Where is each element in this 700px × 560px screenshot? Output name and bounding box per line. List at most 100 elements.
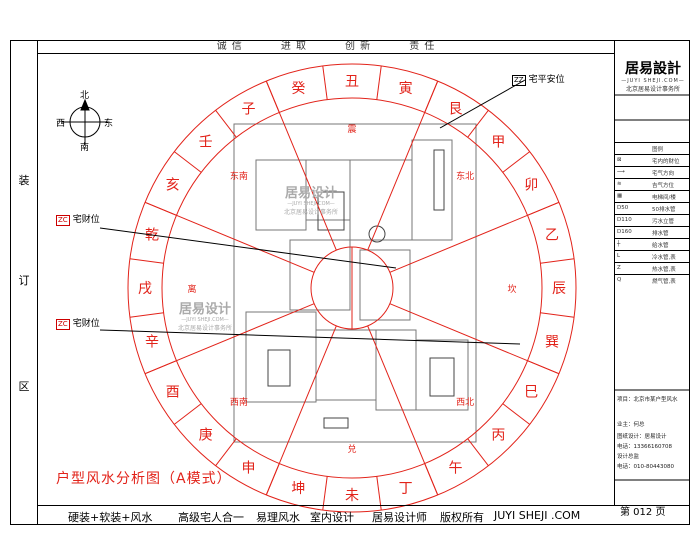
firm-logo: 居易設計 —JUYI SHEJI.COM— 北京居易设计事务所 <box>620 58 686 93</box>
compass-north-label: 北 <box>80 91 90 101</box>
diagram-title: 户型风水分析图（A模式） <box>56 471 232 487</box>
legend-code: L <box>617 253 621 259</box>
outer-ring-label: 甲 <box>491 135 505 151</box>
legend-code: D50 <box>617 205 629 211</box>
info-designer: 图纸设计：居易设计 <box>617 434 667 440</box>
outer-ring-label: 艮 <box>449 102 463 118</box>
legend-label: 宅内的财位 <box>652 159 680 165</box>
legend-row: D160 排水管 <box>614 226 690 238</box>
logo-main: 居易設計 <box>625 61 681 77</box>
inner-ring-label: 震 <box>347 124 356 135</box>
legend-code: D160 <box>617 229 632 235</box>
mountain-divider <box>527 360 560 375</box>
footer-item: 硬装+软装+风水 <box>68 511 153 524</box>
binding-char: 订 <box>18 274 30 287</box>
table <box>323 417 349 429</box>
legend-label: 热水管,表 <box>652 267 676 273</box>
mountain-divider <box>265 80 280 113</box>
logo-firm: 北京居易设计事务所 <box>625 86 680 93</box>
mountain-divider <box>144 360 177 375</box>
binding-char: 装 <box>18 174 30 187</box>
footer-bar: 硬装+软装+风水 高级宅人合一 易理风水 室内设计 居易设计师 版权所有 JUY… <box>38 505 690 525</box>
outer-ring-label: 卯 <box>524 178 538 194</box>
mountain-divider <box>502 151 531 173</box>
legend-label: 50排水管 <box>652 207 676 213</box>
legend-row: D50 50排水管 <box>614 202 690 214</box>
room <box>411 139 453 241</box>
mountain-divider <box>215 109 237 138</box>
callout-label: 宅平安位 <box>528 75 565 85</box>
bed <box>429 357 455 397</box>
page-frame <box>10 40 690 525</box>
outer-ring-label: 酉 <box>166 385 180 401</box>
leader-line <box>439 79 526 129</box>
motto-item: 责 任 <box>409 41 436 52</box>
ring-labels: 艮甲卯乙辰巽巳丙午丁未坤申庚酉辛戌乾亥壬子癸丑寅东北坎西北兑西南离东南震 <box>138 74 566 504</box>
motto-item: 进 取 <box>280 41 307 52</box>
inner-ring-label: 兑 <box>347 443 356 455</box>
feng-shui-rings <box>127 63 577 513</box>
zc-tag: ZC <box>56 215 70 226</box>
top-motto: 诚 信 进 取 创 新 责 任 <box>38 40 614 54</box>
legend-label: 冷水管,表 <box>652 255 676 261</box>
room <box>359 249 411 321</box>
footer-item: 居易设计师 <box>372 511 427 524</box>
outer-ring-label: 丙 <box>491 427 505 443</box>
legend-label: 给水管 <box>652 243 669 249</box>
info-project: 项目：北京市某户型风水 <box>617 397 678 403</box>
outer-ring-label: 坤 <box>291 481 305 497</box>
motto-item: 诚 信 <box>216 41 243 52</box>
binding-char: 区 <box>18 380 30 393</box>
legend-label: 燃气管,表 <box>652 279 676 285</box>
mountain-divider <box>424 80 439 113</box>
legend-code: ▦ <box>617 193 623 199</box>
motto-item: 创 新 <box>345 41 372 52</box>
outer-ring-label: 巽 <box>545 335 559 351</box>
inner-ring-label: 坎 <box>507 283 516 295</box>
mountain-divider <box>322 65 328 100</box>
mountain-divider <box>173 403 202 425</box>
legend-row: ≋吉气方位 <box>614 178 690 190</box>
outer-ring-label: 癸 <box>291 81 305 97</box>
mountain-divider <box>144 201 177 216</box>
leader-line <box>99 227 397 269</box>
kitchen-counter <box>433 149 445 211</box>
inner-ring-label: 西南 <box>230 396 248 408</box>
outer-ring-label: 戌 <box>138 281 152 297</box>
callout-label: 宅财位 <box>72 215 100 225</box>
outer-ring-label: 未 <box>345 488 359 504</box>
mountain-divider <box>376 65 382 100</box>
room <box>245 311 317 403</box>
legend-code: Z <box>617 265 621 271</box>
legend-row: 图例 <box>614 142 690 154</box>
legend-label: 排水管 <box>652 231 669 237</box>
room <box>289 239 351 311</box>
legend-row: ┼ 给水管 <box>614 238 690 250</box>
mountain-divider <box>129 312 164 318</box>
info-owner: 业主：何总 <box>617 422 645 428</box>
compass-west-label: 西 <box>56 119 66 129</box>
mountain-divider <box>173 151 202 173</box>
compass-south-label: 南 <box>80 143 90 153</box>
outer-ring <box>127 63 577 513</box>
legend-code: Q <box>617 277 622 283</box>
inner-ring-label: 离 <box>187 283 196 295</box>
footer-item: 易理风水 <box>256 511 300 524</box>
bed <box>267 349 291 387</box>
legend-code: ┼ <box>617 241 621 247</box>
legend-row: Z 热水管,表 <box>614 262 690 274</box>
room <box>415 339 469 411</box>
footer-item: JUYI SHEJI .COM <box>494 509 581 522</box>
inner-ring-label: 东南 <box>230 170 248 182</box>
outer-ring-label: 子 <box>242 102 256 118</box>
outer-ring-label: 辛 <box>145 335 159 351</box>
binding-margin <box>10 40 38 525</box>
outer-ring-label: 亥 <box>166 178 180 194</box>
legend-row: ▦电梯间/楼 <box>614 190 690 202</box>
info-phone1: 电话：13366160708 <box>617 444 672 450</box>
middle-ring <box>161 97 543 479</box>
mountain-divider <box>502 403 531 425</box>
